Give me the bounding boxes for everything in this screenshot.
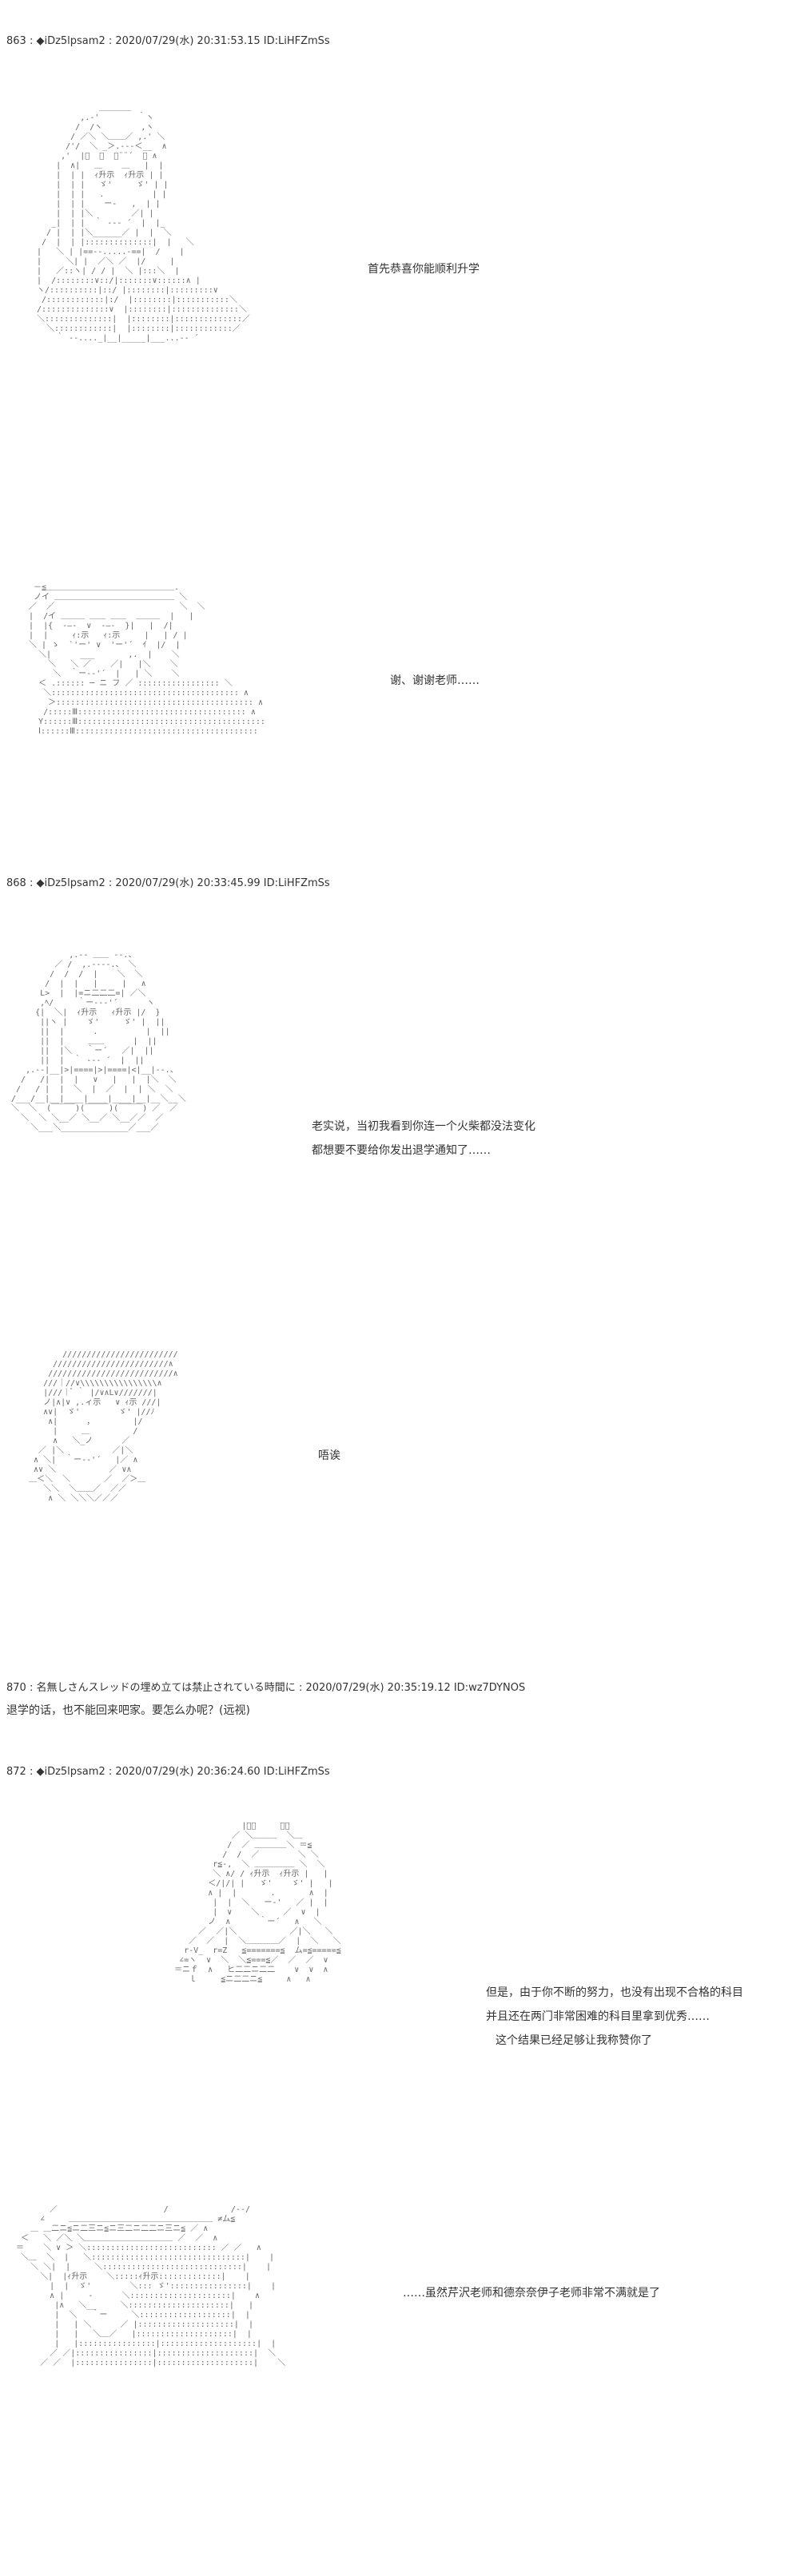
ascii-art-teacher-4: ／ / /‐‐/ ∠ ＿＿＿＿＿＿＿＿＿＿＿＿＿＿＿＿＿＿ ≠ム≦ ＿ ＿二ニ≦… <box>16 2205 286 2367</box>
ascii-art-student-2: //////////////////////// ///////////////… <box>29 1350 178 1503</box>
post-header-870: 870 : 名無しさんスレッドの埋め立ては禁止されている時間に : 2020/0… <box>6 1682 526 1694</box>
ascii-art-teacher-2: ,.-‐ ＿＿ ‐-.、 ／ / ,.-‐‐-.、 ＼ / / / | ＼ ＼ … <box>11 951 186 1132</box>
speech-praise: 这个结果已经足够让我称赞你了 <box>496 2034 652 2047</box>
post-text-870: 退学的话，也不能回来吧家。要怎么办呢？(远视) <box>6 1704 250 1717</box>
ascii-art-student-1: －≦＿＿＿＿＿＿＿＿＿＿＿＿＿＿＿＿. ノイ ＿＿＿＿＿＿＿＿＿＿＿＿＿＿＿ ＼… <box>29 583 265 736</box>
speech-thanks: 谢、谢谢老师…… <box>390 674 480 687</box>
speech-uhe: 唔诶 <box>318 1449 340 1462</box>
speech-dissatisfied: ……虽然芹沢老师和德奈奈伊子老师非常不满就是了 <box>403 2287 660 2300</box>
post-header-863: 863 : ◆iDz5lpsam2 : 2020/07/29(水) 20:31:… <box>6 35 330 47</box>
post-header-868: 868 : ◆iDz5lpsam2 : 2020/07/29(水) 20:33:… <box>6 877 330 889</box>
post-header-872: 872 : ◆iDz5lpsam2 : 2020/07/29(水) 20:36:… <box>6 1766 330 1778</box>
speech-however: 但是，由于你不断的努力，也没有出现不合格的科目 <box>486 1986 743 1999</box>
ascii-art-teacher-3: |ﾞ＜ ＿＿ ／ ＼＿＿＿ ＼＿ / ／ ＿＿＿＿＼ ＝≦ / / ／ ＼ ＼ … <box>174 1822 341 1984</box>
speech-excellent: 并且还在两门非常困难的科目里拿到优秀…… <box>486 2010 710 2023</box>
speech-honestly: 老实说，当初我看到你连一个火柴都没法变化 <box>312 1120 535 1133</box>
ascii-art-teacher-1: ＿＿＿＿ ,.-' ｀ヽ / /ヽ ,ヽ / ／＼ ＼＿＿／ ,.' ＼ /'/… <box>37 104 250 343</box>
speech-congrats: 首先恭喜你能顺利升学 <box>368 263 480 276</box>
speech-withdrawal: 都想要不要给你发出退学通知了…… <box>312 1144 491 1157</box>
